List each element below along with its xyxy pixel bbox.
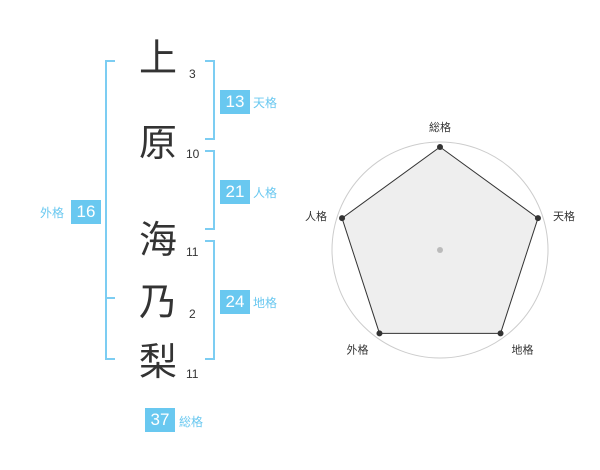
jinkaku-bracket <box>205 150 215 230</box>
radar-point <box>497 330 504 337</box>
sokaku-label: 総格 <box>179 415 204 429</box>
name-char-4: 乃 <box>138 280 177 324</box>
name-char-1: 上 <box>138 36 177 80</box>
radar-axis-label: 人格 <box>305 209 327 223</box>
radar-center-dot <box>437 247 443 253</box>
tenkaku-bracket <box>205 60 215 140</box>
gaikaku-bracket <box>105 60 115 360</box>
radar-point <box>437 144 443 150</box>
radar-point <box>534 215 541 222</box>
radar-axis-label: 外格 <box>346 342 368 356</box>
radar-polygon <box>341 146 539 334</box>
name-char-2: 原 <box>138 121 177 165</box>
jinkaku-label: 人格 <box>253 186 278 200</box>
chikaku-label: 地格 <box>253 296 278 310</box>
chikaku-value: 24 <box>220 290 250 314</box>
radar-point <box>376 330 383 337</box>
stroke-count-5: 11 <box>186 367 199 381</box>
sokaku-value: 37 <box>145 408 175 432</box>
tenkaku-label: 天格 <box>253 96 278 110</box>
tenkaku-value: 13 <box>220 90 250 114</box>
gaikaku-label: 外格 <box>40 206 65 220</box>
radar-points <box>339 144 541 337</box>
jinkaku-value: 21 <box>220 180 250 204</box>
name-char-3: 海 <box>138 218 177 262</box>
gaikaku-bracket-split <box>105 297 115 299</box>
gaikaku-value: 16 <box>71 200 101 224</box>
stroke-count-3: 11 <box>186 245 199 259</box>
radar-axis-label: 総格 <box>429 120 451 134</box>
radar-point <box>339 215 346 222</box>
radar-outer-ring <box>331 141 549 359</box>
stroke-count-1: 3 <box>189 67 196 81</box>
radar-axis-label: 天格 <box>553 209 575 223</box>
name-char-5: 梨 <box>138 340 177 384</box>
radar-axis-label: 地格 <box>512 342 534 356</box>
stroke-count-2: 10 <box>186 147 200 161</box>
chikaku-bracket <box>205 240 215 360</box>
stroke-count-4: 2 <box>189 307 196 321</box>
